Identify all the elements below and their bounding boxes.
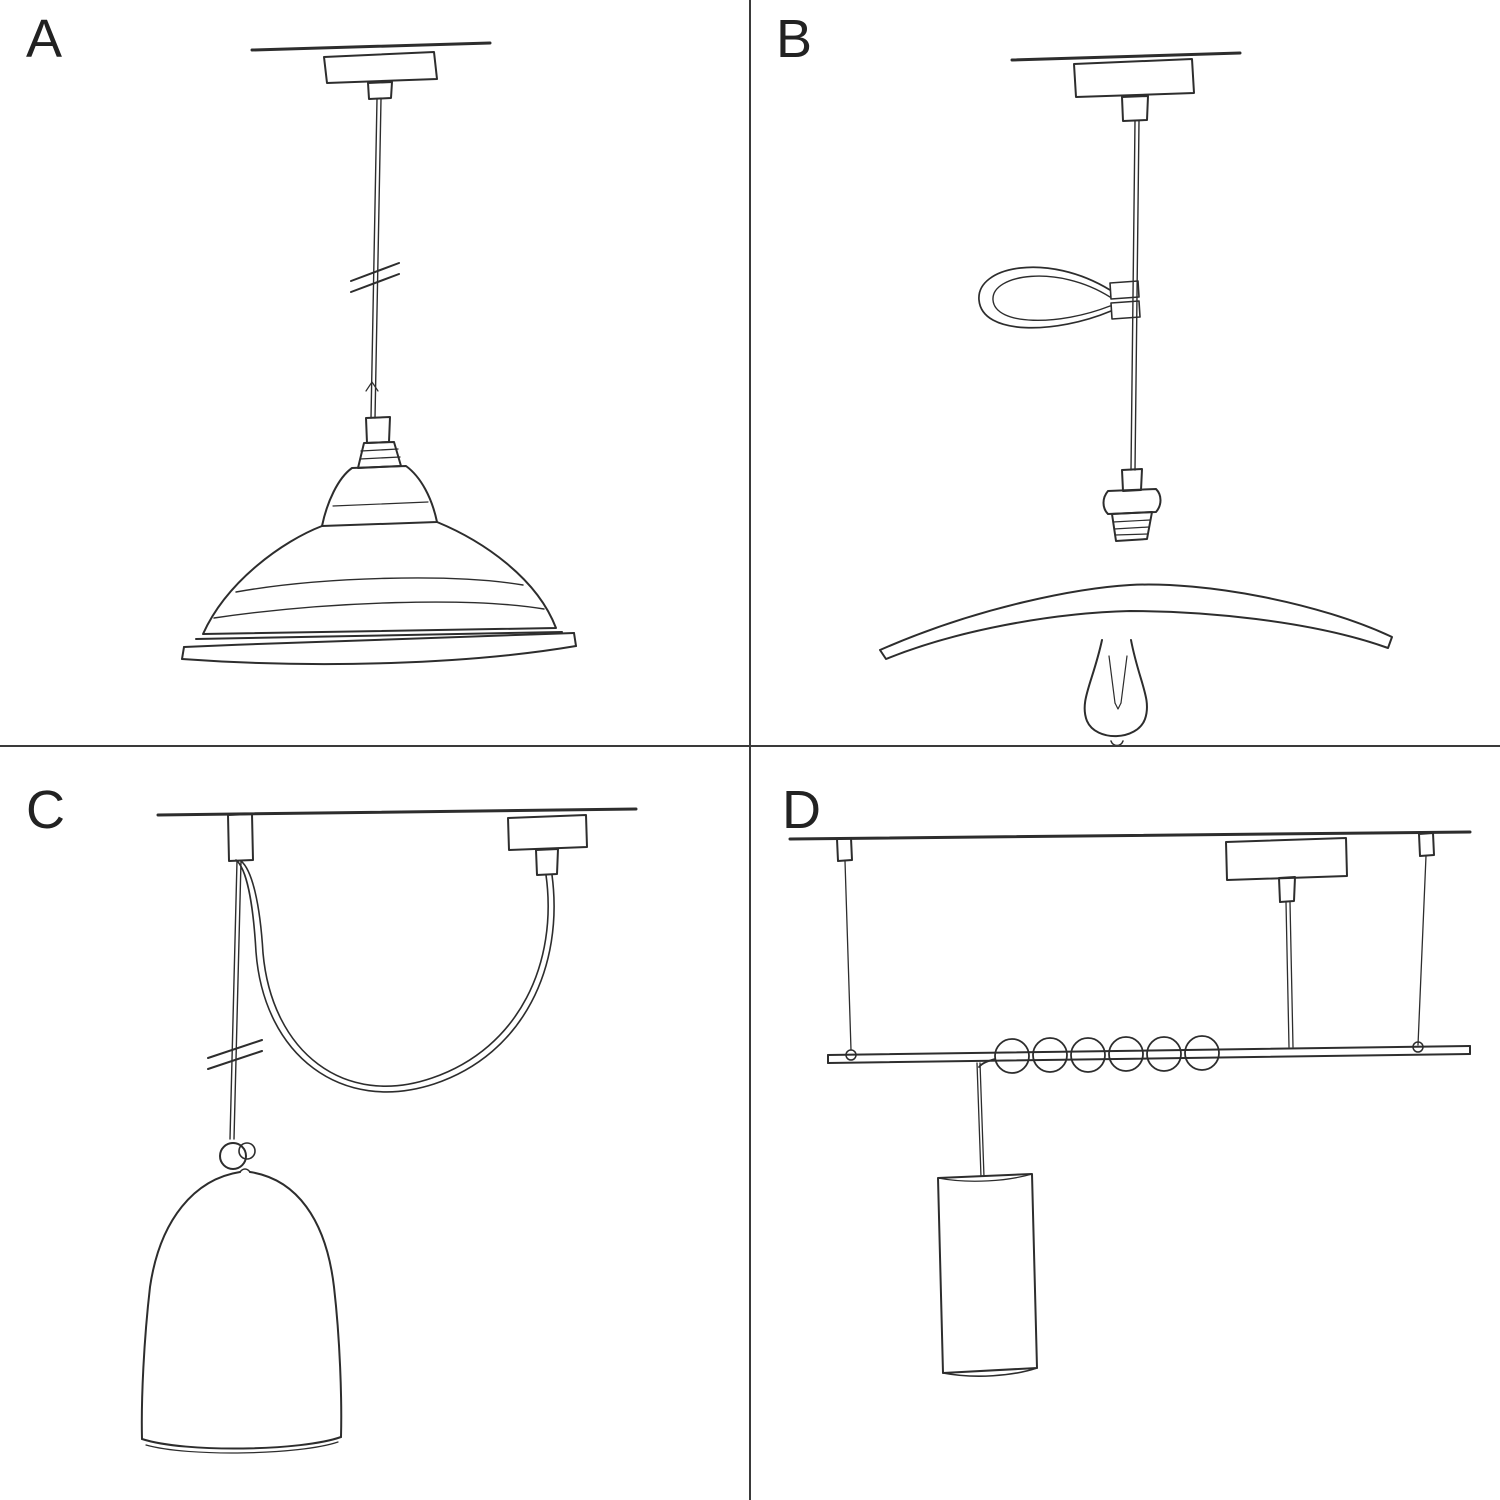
ceiling-mount: [156, 807, 638, 876]
suspension-bar: [827, 1041, 1471, 1064]
ceiling-mount: [788, 830, 1472, 903]
divider-vertical: [749, 0, 751, 1500]
cable-tie-loop: [978, 266, 1141, 329]
cylinder-shade: [937, 1173, 1038, 1377]
panel-c-label: C: [26, 780, 66, 840]
swag-pendant-bell-shade-sketch-icon: [140, 807, 638, 1454]
drop-cable: [207, 860, 263, 1140]
pendant-barn-shade-sketch-icon: [181, 41, 577, 666]
plate-shade: [879, 583, 1393, 660]
pendant-cable: [350, 98, 400, 419]
suspension-cables: [844, 855, 1427, 1051]
panel-c: C: [0, 747, 750, 1500]
panel-a-label: A: [26, 9, 64, 69]
pendant-cable: [1130, 120, 1140, 471]
panel-a: A: [0, 0, 750, 745]
panel-b: B: [750, 0, 1500, 745]
lamp-holder: [321, 416, 438, 527]
bell-shade: [140, 1168, 343, 1454]
lamp-holder: [1102, 468, 1162, 542]
coiled-cable: [978, 1035, 1220, 1074]
panel-d-label: D: [782, 780, 822, 840]
light-bulb: [1083, 639, 1148, 745]
divider-horizontal: [0, 745, 1500, 747]
barn-shade: [181, 521, 577, 666]
ceiling-mount: [250, 41, 492, 100]
ceiling-mount: [1010, 51, 1242, 122]
panel-d: D: [750, 747, 1500, 1500]
pendant-flat-plate-shade-bulb-sketch-icon: [879, 51, 1393, 745]
swag-cable: [235, 859, 555, 1093]
cable-knot: [219, 1142, 256, 1170]
panel-b-label: B: [776, 9, 814, 69]
drop-cable: [976, 1062, 985, 1178]
bar-suspension-cylinder-shade-sketch-icon: [788, 830, 1472, 1377]
